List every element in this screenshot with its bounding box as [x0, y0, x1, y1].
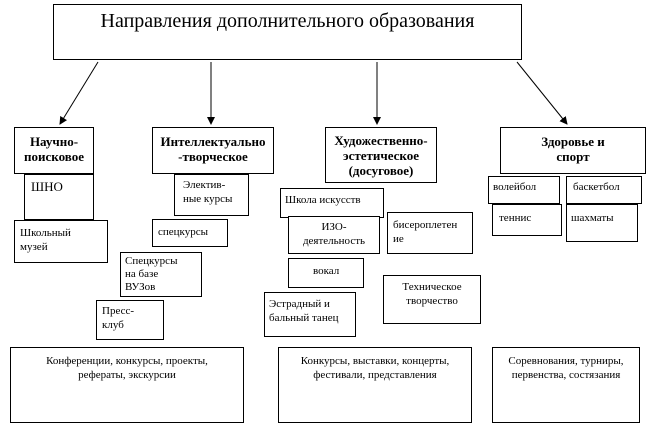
category-intellect: Интеллектуально -творческое — [152, 127, 274, 174]
category-art: Художественно- эстетическое (досуговое) — [325, 127, 437, 183]
item-special-courses: спецкурсы — [152, 219, 228, 247]
item-special-courses-label: спецкурсы — [158, 226, 208, 238]
item-technical-label: Техническое творчество — [402, 281, 462, 307]
arrow-to-sport — [516, 61, 568, 125]
item-technical: Техническое творчество — [383, 275, 481, 324]
item-art-school-label: Школа искусств — [285, 194, 361, 206]
category-intellect-label: Интеллектуально -творческое — [160, 134, 266, 164]
item-volleyball: волейбол — [488, 176, 560, 204]
item-iso-label: ИЗО- деятельность — [302, 221, 366, 247]
item-press-club-label: Пресс- клуб — [102, 305, 135, 331]
category-science: Научно- поисковое — [14, 127, 94, 174]
item-dance-label: Эстрадный и бальный танец — [269, 298, 339, 324]
item-electives-label: Электив- ные курсы — [183, 179, 233, 205]
item-basketball: баскетбол — [566, 176, 642, 204]
summary-art: Конкурсы, выставки, концерты, фестивали,… — [278, 347, 472, 423]
summary-sport-label: Соревнования, турниры, первенства, состя… — [508, 355, 624, 381]
item-vocal: вокал — [288, 258, 364, 288]
item-beading: бисероплетен ие — [387, 212, 473, 254]
category-sport-label: Здоровье и спорт — [541, 134, 605, 164]
item-iso: ИЗО- деятельность — [288, 216, 380, 254]
item-museum: Школьный музей — [14, 220, 108, 263]
item-university-courses: Спецкурсы на базе ВУЗов — [120, 252, 202, 297]
category-art-label: Художественно- эстетическое (досуговое) — [334, 133, 428, 178]
item-dance: Эстрадный и бальный танец — [264, 292, 356, 337]
item-tennis-label: теннис — [499, 212, 532, 224]
diagram-title-box: Направления дополнительного образования — [53, 4, 522, 60]
item-volleyball-label: волейбол — [493, 181, 537, 193]
item-shno-label: ШНО — [31, 179, 63, 194]
item-art-school: Школа искусств — [280, 188, 384, 218]
summary-science-intellect: Конференции, конкурсы, проекты, рефераты… — [10, 347, 244, 423]
item-university-courses-label: Спецкурсы на базе ВУЗов — [125, 255, 178, 293]
summary-sport: Соревнования, турниры, первенства, состя… — [492, 347, 640, 423]
arrow-to-science — [59, 61, 99, 125]
summary-science-intellect-label: Конференции, конкурсы, проекты, рефераты… — [46, 355, 208, 381]
diagram-title: Направления дополнительного образования — [100, 10, 475, 32]
item-electives: Электив- ные курсы — [174, 174, 249, 216]
category-science-label: Научно- поисковое — [24, 134, 84, 164]
category-sport: Здоровье и спорт — [500, 127, 646, 174]
item-press-club: Пресс- клуб — [96, 300, 164, 340]
item-shno: ШНО — [24, 174, 94, 220]
item-vocal-label: вокал — [313, 265, 340, 277]
item-chess: шахматы — [566, 204, 638, 242]
summary-art-label: Конкурсы, выставки, концерты, фестивали,… — [300, 355, 450, 381]
item-museum-label: Школьный музей — [20, 227, 71, 253]
item-tennis: теннис — [492, 204, 562, 236]
item-chess-label: шахматы — [571, 212, 614, 224]
item-basketball-label: баскетбол — [573, 181, 620, 193]
item-beading-label: бисероплетен ие — [393, 219, 458, 245]
